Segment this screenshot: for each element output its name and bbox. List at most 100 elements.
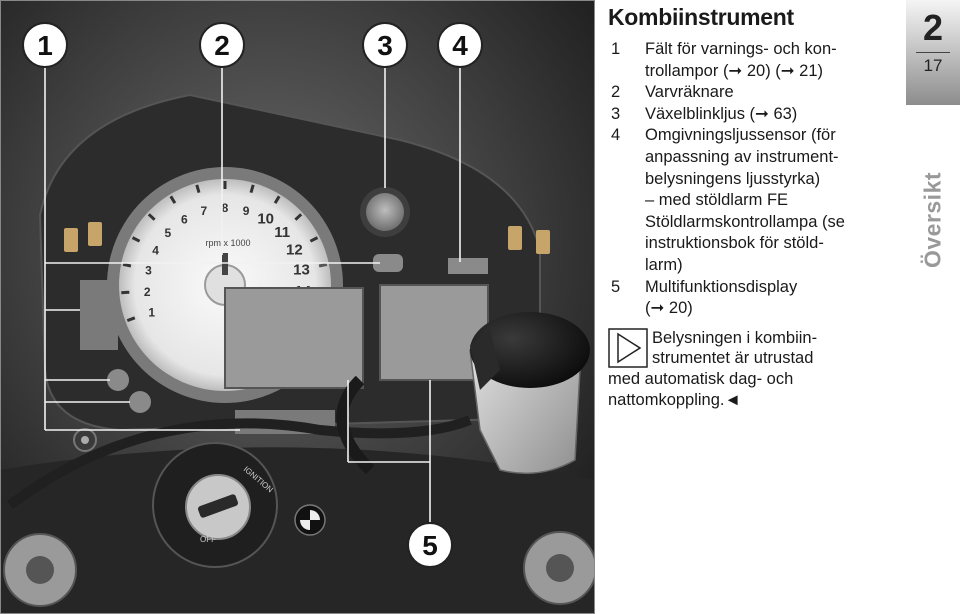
note-triangle-icon (608, 327, 648, 368)
legend-number: 4 (611, 126, 621, 145)
cable (7, 415, 472, 510)
mounting-bolts (64, 222, 550, 254)
note-line: strumentet är utrustad (652, 349, 814, 368)
bolt-left-center (81, 436, 89, 444)
tach-tick-label: 2 (144, 285, 151, 299)
legend-number: 1 (611, 40, 621, 58)
photo-svg: 123456789101112131415 rpm x 1000 (0, 0, 595, 614)
fork-tube-left-center (26, 556, 54, 584)
chapter-divider (916, 52, 950, 53)
tach-tick-label: 12 (286, 241, 303, 258)
warning-light-field (80, 280, 118, 350)
callout-2: 2 (199, 22, 245, 68)
tach-tick-mark (318, 262, 328, 268)
callout-badges: 1 2 3 4 5 (22, 22, 483, 568)
tach-tick-mark (126, 316, 136, 323)
legend-line: anpassning av instrument- (645, 147, 839, 166)
callout-3: 3 (362, 22, 408, 68)
legend-line: Varvräknare (645, 83, 734, 102)
tach-tick-mark (121, 290, 130, 295)
legend-list: 1 Fält för varnings- och kon-trollampor (… (608, 39, 903, 320)
legend-line: larm) (645, 255, 683, 274)
fork-tube-right-center (546, 554, 574, 582)
legend-number: 3 (611, 104, 621, 123)
multifunction-display-left (224, 287, 364, 389)
note-text-first: Belysningen i kombiin- strumentet är utr… (652, 328, 817, 369)
legend-line: (➞ 20) (645, 299, 693, 318)
callout-4: 4 (437, 22, 483, 68)
tach-tick-label: 9 (243, 204, 250, 218)
tach-tick-mark (273, 195, 281, 204)
tach-tick-label: 3 (145, 264, 152, 278)
legend-item: 2 Varvräknare (608, 82, 903, 104)
lower-fairing (0, 447, 595, 614)
callout-lines (44, 65, 461, 525)
callout-number: 2 (214, 30, 230, 61)
legend-item: 1 Fält för varnings- och kon-trollampor (… (608, 39, 903, 82)
tach-unit-label: rpm x 1000 (205, 238, 250, 248)
legend-line: Stöldlarmskontrollampa (se (645, 212, 845, 231)
legend-description: Fält för varnings- och kon-trollampor (➞… (645, 39, 903, 82)
tach-tick-label: 8 (222, 201, 229, 215)
ignition-switch: IGNITION OFF (152, 442, 278, 568)
tach-tick-label: 11 (274, 224, 290, 241)
chapter-tab: 2 17 (906, 0, 960, 105)
callout-number: 5 (422, 530, 438, 561)
note-row: Belysningen i kombiin- strumentet är utr… (608, 327, 903, 369)
callout-1: 1 (22, 22, 68, 68)
bmw-logo (294, 504, 326, 536)
side-label: Översikt (906, 150, 960, 290)
note-line: nattomkoppling.◄ (608, 390, 741, 409)
tach-tick-label: 10 (257, 210, 274, 227)
indicator-light (107, 369, 129, 391)
ambient-light-sensor (448, 258, 488, 274)
legend-description: Omgivningsljussensor (för anpassning av i… (645, 125, 903, 276)
instrument-cluster-photo: 123456789101112131415 rpm x 1000 (0, 0, 595, 614)
tach-tick-mark (309, 236, 319, 243)
legend-line: trollampor (➞ 20) (➞ 21) (645, 61, 824, 80)
needle (222, 253, 228, 275)
theft-alarm-lamp (373, 254, 403, 272)
ignition-off-label: OFF (200, 535, 216, 544)
chapter-number: 2 (922, 7, 944, 48)
page-title: Kombiinstrument (608, 4, 794, 30)
tach-tick-label: 4 (152, 243, 159, 257)
note-line: Belysningen i kombiin- (652, 328, 818, 347)
tach-tick-mark (249, 184, 255, 194)
note-line: med automatisk dag- och (608, 369, 794, 388)
tach-tick-mark (131, 236, 141, 243)
tach-tick-mark (195, 184, 201, 194)
callout-number: 4 (452, 30, 468, 61)
legend-line: Omgivningsljussensor (för (645, 126, 836, 145)
legend-line: – med stöldlarm FE (645, 191, 789, 210)
legend-number: 2 (611, 83, 621, 102)
tach-tick-label: 1 (148, 306, 155, 320)
callout-number: 3 (377, 30, 393, 61)
shift-light (366, 193, 404, 231)
legend-line: instruktionsbok för stöld- (645, 234, 824, 253)
legend-item: 4 Omgivningsljussensor (för anpassning av … (608, 125, 903, 276)
legend-number: 5 (611, 277, 621, 296)
tach-tick-mark (122, 262, 132, 268)
tach-tick-label: 5 (164, 226, 171, 240)
section-name: Översikt (919, 171, 946, 269)
indicator-light (129, 391, 151, 413)
legend-item: 3 Växelblinkljus (➞ 63) (608, 104, 903, 126)
callout-number: 1 (37, 30, 53, 61)
tach-tick-mark (169, 195, 177, 204)
text-column: Kombiinstrument 1 Fält för varnings- och … (608, 0, 903, 410)
multifunction-display-right (379, 284, 489, 381)
tach-tick-mark (294, 213, 303, 221)
tach-tick-mark (147, 213, 156, 221)
legend-line: Växelblinkljus (➞ 63) (645, 104, 798, 123)
legend-description: Växelblinkljus (➞ 63) (645, 104, 903, 126)
note-block: Belysningen i kombiin- strumentet är utr… (608, 327, 903, 410)
brake-fluid-reservoir (469, 312, 590, 475)
legend-line: Fält för varnings- och kon- (645, 40, 837, 58)
legend-description: Multifunktionsdisplay (➞ 20) (645, 277, 903, 320)
legend-line: Multifunktionsdisplay (645, 277, 798, 296)
cable (336, 375, 375, 475)
legend-line: belysningens ljusstyrka) (645, 169, 821, 188)
callout-5: 5 (407, 522, 453, 568)
legend-item: 5 Multifunktionsdisplay (➞ 20) (608, 277, 903, 320)
